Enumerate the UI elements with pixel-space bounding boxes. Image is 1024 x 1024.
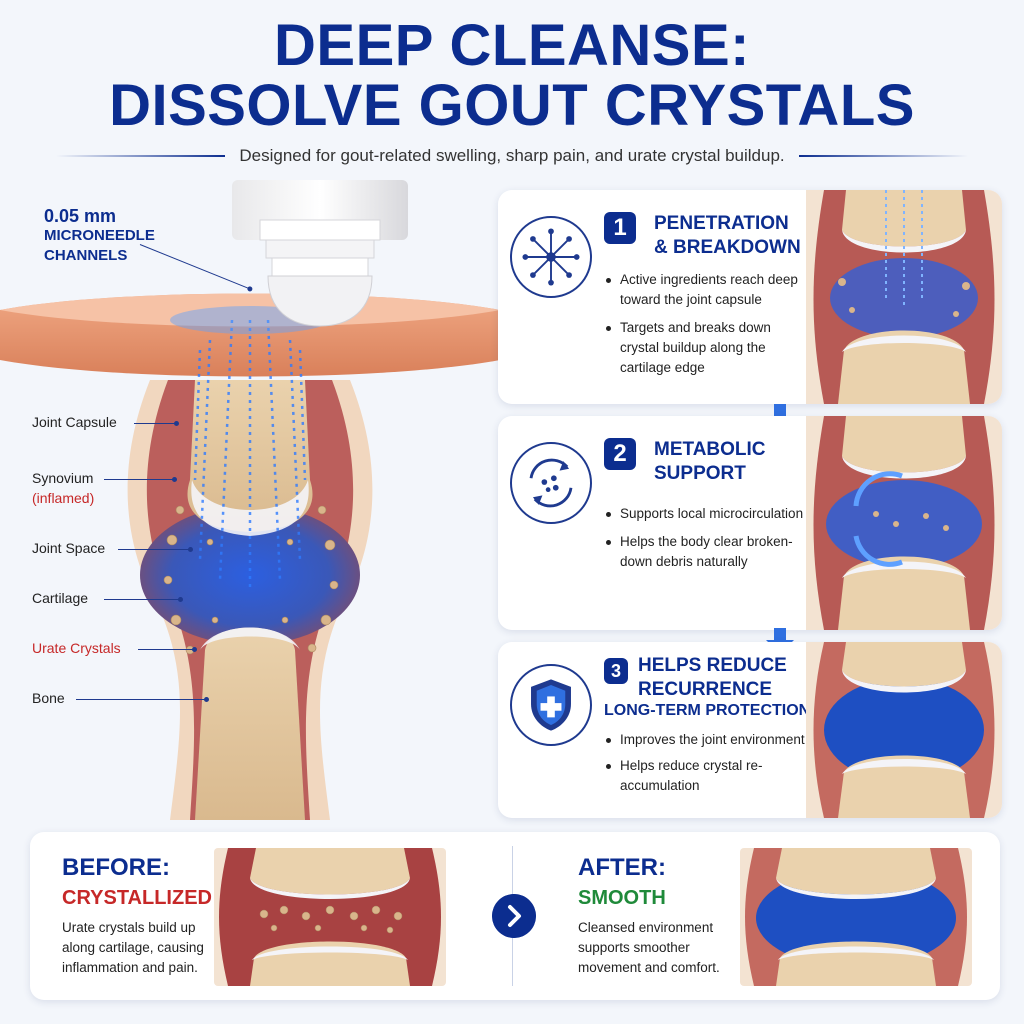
list-item: Helps reduce crystal re-accumulation — [606, 756, 806, 796]
step-2-title-line-2: SUPPORT — [654, 463, 746, 484]
divider-line-left — [56, 155, 226, 157]
step-1-bullets: Active ingredients reach deep toward the… — [606, 270, 806, 386]
step-1-title-line-2: & BREAKDOWN — [654, 237, 801, 258]
list-item: Improves the joint environment — [606, 730, 806, 750]
before-after-panel: BEFORE: CRYSTALLIZED Urate crystals buil… — [30, 832, 1000, 1000]
step-1-title: PENETRATION & BREAKDOWN — [654, 212, 801, 260]
leader-synovium — [104, 477, 177, 482]
joint-illustration — [0, 180, 500, 820]
step-2-title-line-1: METABOLIC — [654, 439, 766, 460]
label-urate-crystals: Urate Crystals — [32, 640, 121, 656]
step-3-title-line-2: RECURRENCE — [638, 679, 773, 700]
leader-joint-space — [118, 547, 193, 552]
step-3-number: 3 — [604, 658, 628, 684]
page-subtitle: Designed for gout-related swelling, shar… — [239, 146, 785, 165]
leader-joint-capsule — [134, 421, 179, 426]
subtitle-row: Designed for gout-related swelling, shar… — [56, 144, 969, 168]
list-item: Active ingredients reach deep toward the… — [606, 270, 806, 310]
page-title: DEEP CLEANSE: DISSOLVE GOUT CRYSTALS — [0, 16, 1024, 136]
label-synovium: Synovium — [32, 470, 94, 486]
before-text: Urate crystals build up along cartilage,… — [62, 920, 204, 975]
before-status: CRYSTALLIZED — [62, 887, 212, 909]
step-3-title-line-1: HELPS REDUCE — [638, 655, 787, 676]
after-joint-image — [740, 848, 972, 986]
divider-line-right — [798, 155, 969, 157]
microneedle-size: 0.05 mm — [44, 206, 117, 226]
step-2-number: 2 — [604, 438, 636, 470]
leader-urate-crystals — [138, 647, 197, 652]
step-3-title: HELPS REDUCE RECURRENCE — [638, 654, 787, 702]
step-2-panel: 2 METABOLIC SUPPORT Supports local micro… — [498, 416, 1002, 630]
step-1-title-line-1: PENETRATION — [654, 213, 789, 234]
step-1-number: 1 — [604, 212, 636, 244]
leader-bone — [76, 697, 209, 702]
title-line-1: DEEP CLEANSE: — [274, 13, 750, 78]
step-3-bullets: Improves the joint environment Helps red… — [606, 730, 806, 802]
list-item: Targets and breaks down crystal buildup … — [606, 318, 806, 378]
microneedle-line-1: MICRONEEDLE — [44, 227, 155, 244]
before-label: BEFORE: — [62, 854, 170, 881]
step-2-title: METABOLIC SUPPORT — [654, 438, 766, 486]
shield-icon — [510, 664, 592, 746]
list-item: Helps the body clear broken-down debris … — [606, 532, 806, 572]
before-joint-image — [214, 848, 446, 986]
step-1-panel: 1 PENETRATION & BREAKDOWN Active ingredi… — [498, 190, 1002, 404]
starburst-icon — [510, 216, 592, 298]
chevron-right-icon — [492, 894, 536, 938]
step-3-subtitle: LONG-TERM PROTECTION — [604, 702, 811, 719]
label-joint-space: Joint Space — [32, 540, 106, 556]
step-3-panel: 3 HELPS REDUCE RECURRENCE LONG-TERM PROT… — [498, 642, 1002, 818]
microneedle-line-2: CHANNELS — [44, 247, 128, 264]
step-1-joint-image — [806, 190, 1002, 404]
arrow-down-icon — [766, 628, 794, 654]
list-item: Supports local microcirculation — [606, 504, 806, 524]
title-line-2: DISSOLVE GOUT CRYSTALS — [109, 73, 915, 138]
label-synovium-note: (inflamed) — [32, 490, 95, 506]
label-joint-capsule: Joint Capsule — [32, 414, 117, 430]
microneedle-callout: 0.05 mm MICRONEEDLE CHANNELS — [44, 206, 155, 266]
after-status: SMOOTH — [578, 887, 666, 909]
label-cartilage: Cartilage — [32, 590, 89, 606]
step-3-joint-image — [806, 642, 1002, 818]
after-text: Cleansed environment supports smoother m… — [578, 920, 720, 975]
after-label: AFTER: — [578, 854, 666, 881]
circulation-icon — [510, 442, 592, 524]
leader-cartilage — [104, 597, 183, 602]
step-2-joint-image — [806, 416, 1002, 630]
step-2-bullets: Supports local microcirculation Helps th… — [606, 504, 806, 580]
label-bone: Bone — [32, 690, 65, 706]
